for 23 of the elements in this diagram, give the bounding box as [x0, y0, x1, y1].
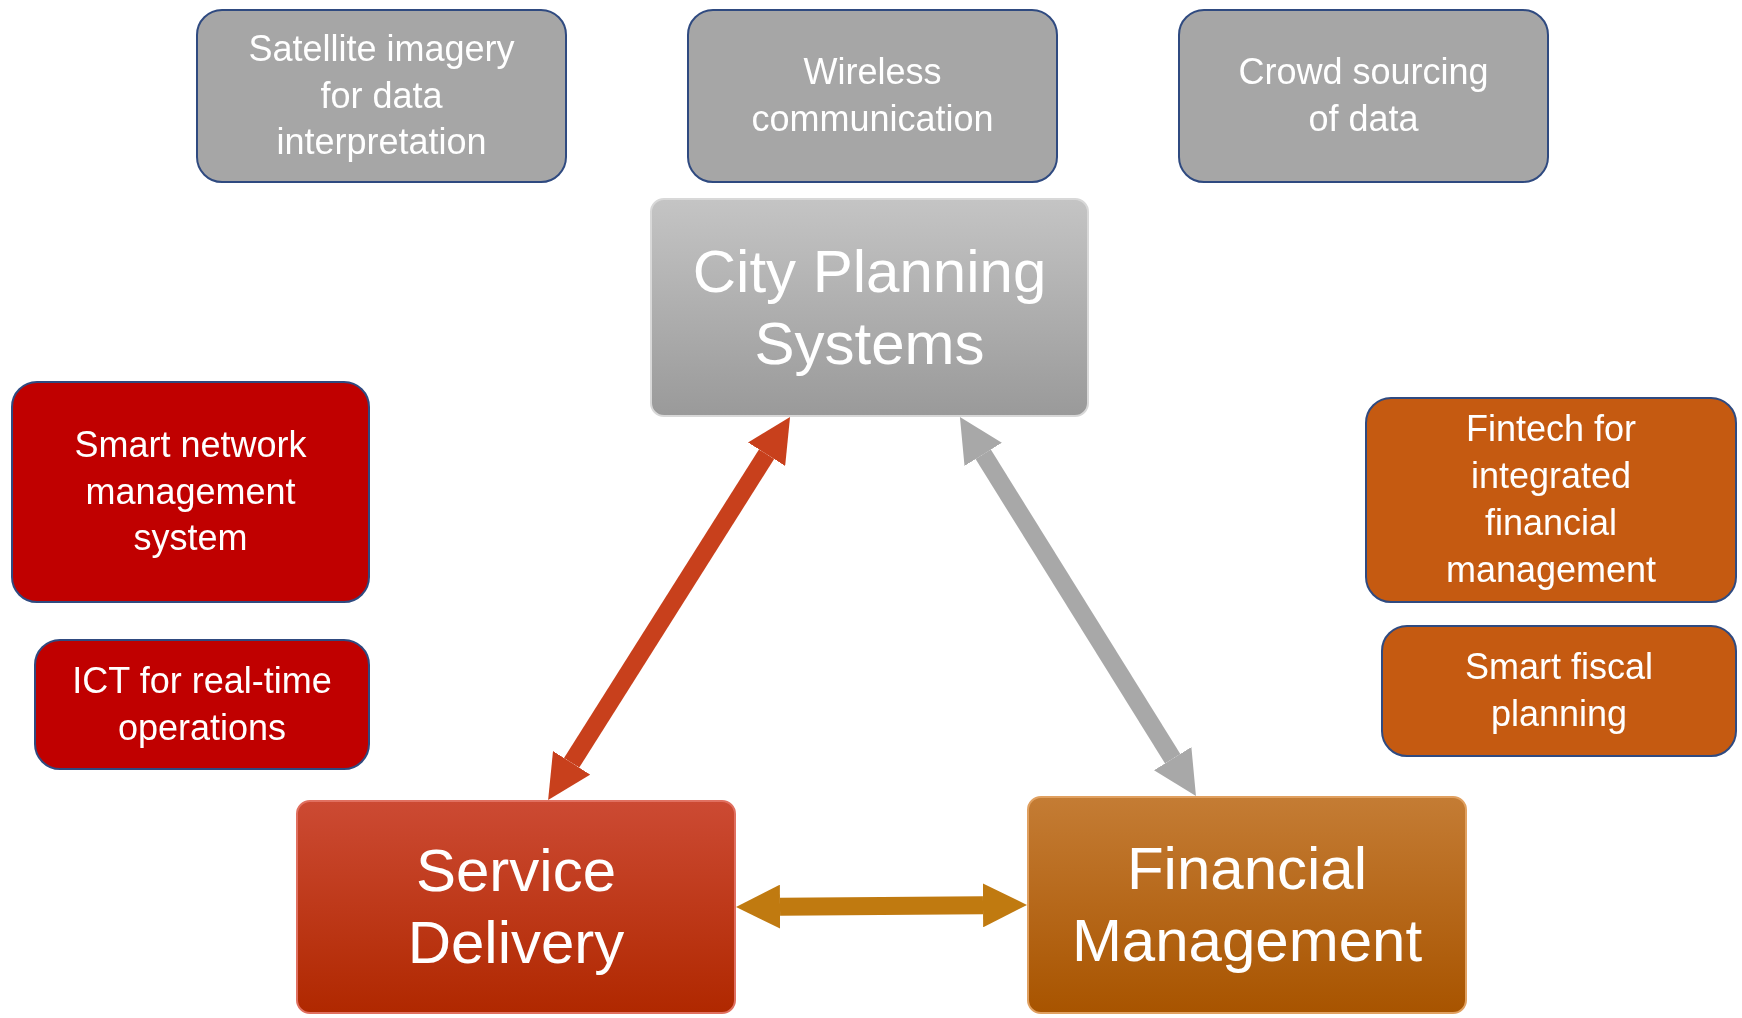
- main-box: [296, 800, 736, 1014]
- box-label: City Planning Systems: [691, 236, 1048, 379]
- main-box: [1027, 796, 1467, 1014]
- box-label: Financial Management: [1070, 834, 1424, 976]
- info-box: [11, 381, 370, 603]
- double-arrow: [736, 883, 1027, 929]
- info-box: [1381, 625, 1737, 757]
- box-label: ICT for real-time operations: [71, 658, 333, 750]
- box-label: Crowd sourcing of data: [1237, 50, 1490, 141]
- info-box: [1178, 9, 1549, 183]
- info-box: [687, 9, 1058, 183]
- box-label: Fintech for integrated financial management: [1444, 407, 1658, 592]
- double-arrow: [548, 417, 791, 800]
- box-label: Wireless communication: [750, 50, 995, 141]
- info-box: [196, 9, 567, 183]
- main-box: [650, 198, 1089, 417]
- box-label: Smart fiscal planning: [1463, 645, 1654, 736]
- double-arrow: [959, 417, 1196, 796]
- box-label: Service Delivery: [406, 836, 626, 978]
- info-box: [1365, 397, 1737, 603]
- box-label: Satellite imagery for data interpretation: [247, 26, 516, 165]
- info-box: [34, 639, 370, 770]
- box-label: Smart network management system: [73, 422, 308, 561]
